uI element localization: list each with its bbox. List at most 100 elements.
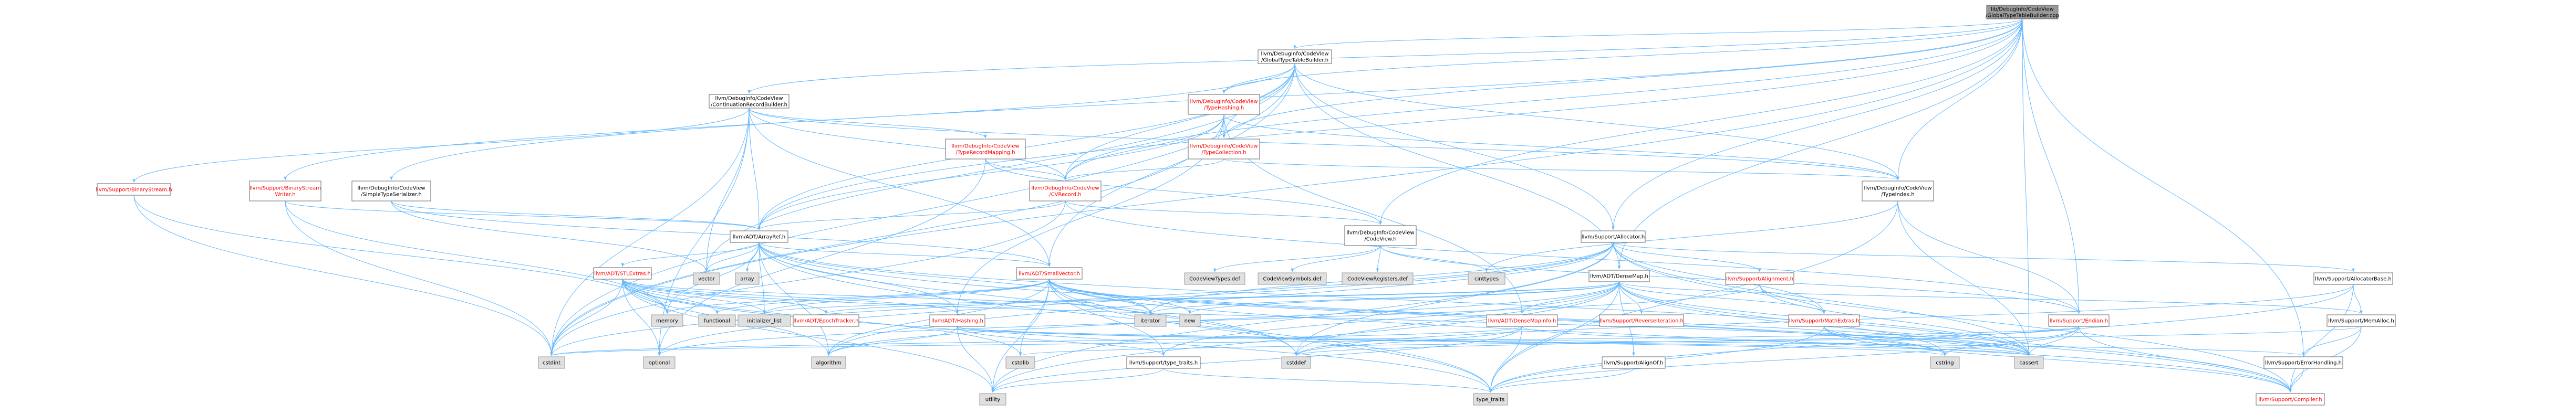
dependency-edge-alignment-cassert [1759, 284, 2031, 356]
node-box [1588, 270, 1650, 282]
node-box [929, 314, 985, 327]
node-reverseiter[interactable]: llvm/Support/ReverseIteration.h [1599, 314, 1684, 327]
dependency-edge-densemap-new [1188, 281, 1619, 314]
dependency-edge-gttb-densemap [1294, 63, 1621, 270]
node-sts[interactable]: llvm/DebugInfo/CodeView/SimpleTypeSerial… [351, 181, 431, 201]
dependency-edge-arrayref-stlextras [621, 242, 760, 267]
node-label: cassert [2019, 360, 2038, 366]
node-epoch[interactable]: llvm/ADT/EpochTracker.h [793, 314, 859, 327]
node-hashing[interactable]: llvm/ADT/Hashing.h [929, 314, 985, 327]
node-box [351, 181, 431, 201]
node-layer: lib/DebugInfo/CodeView/GlobalTypeTableBu… [96, 5, 2396, 406]
dependency-edge-crb-vector [705, 108, 750, 272]
dependency-edge-allocator-cstddef [1294, 242, 1614, 356]
node-box [1473, 393, 1508, 406]
node-label: /TypeIndex.h [1881, 192, 1914, 198]
node-box [1179, 314, 1201, 327]
dependency-edge-gttb-bsr [284, 63, 1295, 181]
node-new: new [1179, 314, 1201, 327]
node-densemap[interactable]: llvm/ADT/DenseMap.h [1588, 270, 1650, 282]
node-mathextras[interactable]: llvm/Support/MathExtras.h [1788, 314, 1860, 327]
dependency-edge-sts-smallvector [391, 200, 1051, 267]
node-box [698, 314, 736, 327]
node-densemapinfo[interactable]: llvm/ADT/DenseMapInfo.h [1486, 314, 1558, 327]
node-label: llvm/ADT/ArrayRef.h [733, 235, 786, 240]
dependency-edge-crb-arrayref [749, 108, 761, 230]
node-typetraitsh[interactable]: llvm/Support/type_traits.h [1126, 356, 1201, 369]
dependency-edge-memalloc-errhandling [2302, 326, 2362, 356]
node-alignment[interactable]: llvm/Support/Alignment.h [1725, 272, 1794, 285]
dependency-edge-codeview-cvtypes [1213, 245, 1381, 272]
dependency-edge-typeindex-cassert [1897, 200, 2031, 356]
node-box [643, 356, 676, 369]
node-initlist: initializer_list [738, 314, 791, 327]
node-allocator[interactable]: llvm/Support/Allocator.h [1581, 230, 1646, 243]
dependency-edge-smallvector-typetraits [1049, 279, 1492, 393]
node-compiler[interactable]: llvm/Support/Compiler.h [2256, 393, 2325, 406]
node-box [1258, 272, 1327, 285]
node-label: llvm/Support/Alignment.h [1726, 277, 1793, 282]
node-box [2256, 393, 2325, 406]
node-label: /CVRecord.h [1049, 192, 1081, 198]
node-box [709, 94, 790, 109]
dependency-edge-root-typeindex [1896, 18, 2023, 181]
dependency-edge-smallvector-utility [991, 279, 1050, 393]
dependency-edge-endian-cassert [2027, 326, 2079, 356]
node-endian[interactable]: llvm/Support/Endian.h [2048, 314, 2110, 327]
dependency-edge-endian-compiler [2079, 326, 2292, 393]
node-array: array [735, 272, 760, 285]
dependency-edge-densemap-memalloc [1619, 281, 2363, 314]
node-alignof[interactable]: llvm/Support/AlignOf.h [1602, 356, 1666, 369]
node-allocbase[interactable]: llvm/Support/AllocatorBase.h [2313, 272, 2393, 285]
dependency-edge-alignof-typetraits [1489, 368, 1634, 393]
node-arrayref[interactable]: llvm/ADT/ArrayRef.h [730, 230, 788, 243]
node-typeindex[interactable]: llvm/DebugInfo/CodeView/TypeIndex.h [1862, 181, 1934, 201]
node-label: llvm/ADT/STLExtras.h [594, 271, 651, 277]
node-label: llvm/DebugInfo/CodeView [715, 96, 783, 102]
dependency-edge-typetraitsh-utility [991, 368, 1164, 393]
node-box [1134, 314, 1167, 327]
node-codeview[interactable]: llvm/DebugInfo/CodeView/CodeView.h [1344, 225, 1417, 246]
dependency-edge-densemap-algorithm [827, 281, 1619, 356]
dependency-edge-root-typehashing [1222, 18, 2023, 94]
node-typecollection[interactable]: llvm/DebugInfo/CodeView/TypeCollection.h [1188, 139, 1260, 160]
node-label: llvm/Support/MemAlloc.h [2328, 319, 2394, 324]
node-trm[interactable]: llvm/DebugInfo/CodeView/TypeRecordMappin… [945, 139, 1026, 160]
node-label: /CodeView.h [1364, 237, 1396, 242]
node-label: type_traits [1477, 397, 1504, 403]
node-memalloc[interactable]: llvm/Support/MemAlloc.h [2326, 314, 2396, 327]
node-box [1602, 356, 1666, 369]
node-label: utility [985, 397, 1001, 403]
node-label: llvm/Support/Endian.h [2050, 319, 2108, 324]
dependency-edge-densemap-reverseiter [1619, 281, 1643, 314]
node-label: vector [698, 277, 715, 282]
dependency-edge-smallvector-compiler [1049, 279, 2292, 393]
node-typehashing[interactable]: llvm/DebugInfo/CodeView/TypeHashing.h [1188, 94, 1260, 115]
dependency-edge-root-cassert [2022, 18, 2031, 356]
node-label: llvm/ADT/Hashing.h [931, 319, 983, 324]
dependency-edge-stlextras-hashing [622, 279, 959, 314]
node-gttb[interactable]: llvm/DebugInfo/CodeView/GlobalTypeTableB… [1258, 49, 1332, 64]
node-label: /TypeRecordMapping.h [955, 150, 1015, 156]
dependency-edge-typehashing-cstdint [550, 114, 1224, 356]
dependency-edge-smallvector-iterator [1049, 279, 1152, 314]
node-errhandling[interactable]: llvm/Support/ErrorHandling.h [2263, 356, 2343, 369]
node-crb[interactable]: llvm/DebugInfo/CodeView/ContinuationReco… [709, 94, 790, 109]
node-cvrecord[interactable]: llvm/DebugInfo/CodeView/CVRecord.h [1029, 181, 1102, 201]
node-stlextras[interactable]: llvm/ADT/STLExtras.h [593, 267, 652, 280]
node-label: llvm/Support/AlignOf.h [1604, 360, 1664, 366]
dependency-edge-allocator-allocbase [1613, 242, 2355, 272]
node-smallvector[interactable]: llvm/ADT/SmallVector.h [1016, 267, 1083, 280]
node-label: llvm/Support/ErrorHandling.h [2265, 360, 2342, 366]
node-label: CodeViewRegisters.def [1347, 277, 1408, 282]
dependency-edge-densemapinfo-cstddef [1294, 326, 1522, 356]
dependency-edge-hashing-cstring [957, 326, 1946, 356]
dependency-edge-smallvector-new [1049, 279, 1191, 314]
node-bstream[interactable]: llvm/Support/BinaryStream.h [96, 183, 172, 196]
dependency-edge-typehashing-cvrecord [1064, 114, 1224, 181]
node-box [945, 139, 1026, 160]
node-box [738, 314, 791, 327]
node-label: /GlobalTypeTableBuilder.h [1261, 58, 1328, 63]
node-box [1188, 139, 1260, 160]
